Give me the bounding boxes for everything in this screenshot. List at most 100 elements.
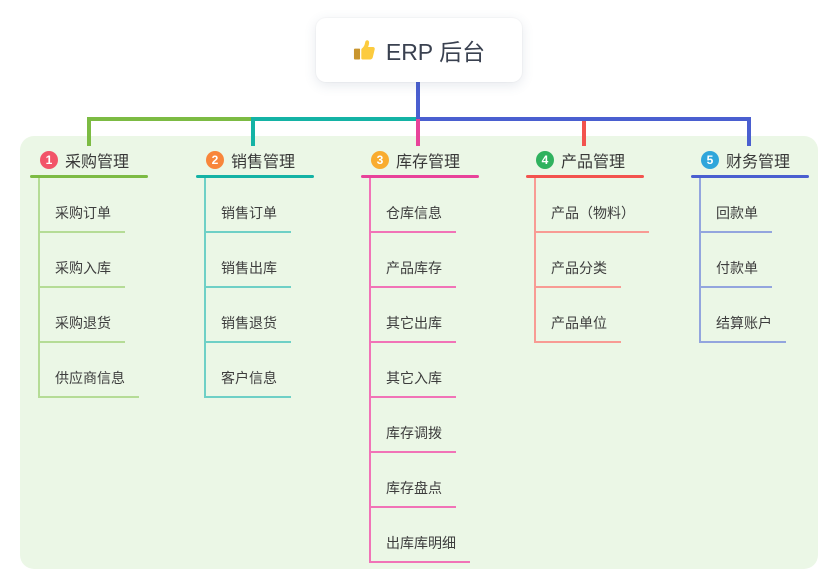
background-panel: [20, 136, 818, 569]
child-connector-line: [534, 178, 536, 343]
branch-header[interactable]: 1 采购管理: [30, 147, 195, 172]
root-title: ERP 后台: [385, 39, 486, 65]
child-connector-line: [38, 178, 40, 398]
branch-header[interactable]: 5 财务管理: [691, 147, 839, 172]
child-label: 客户信息: [221, 370, 277, 386]
child-node[interactable]: 采购入库: [30, 233, 195, 288]
child-node[interactable]: 采购订单: [30, 178, 195, 233]
branch-underline: [691, 175, 809, 178]
child-underline: 出库库明细: [369, 533, 470, 563]
child-node[interactable]: 其它入库: [361, 343, 526, 398]
child-label: 采购退货: [55, 315, 111, 331]
branch-title: 产品管理: [561, 153, 626, 171]
child-label: 付款单: [716, 260, 758, 276]
branch-underline: [361, 175, 479, 178]
child-node[interactable]: 销售退货: [196, 288, 361, 343]
child-node[interactable]: 供应商信息: [30, 343, 195, 398]
child-label: 供应商信息: [55, 370, 125, 386]
child-label: 仓库信息: [386, 205, 442, 221]
child-label: 产品分类: [551, 260, 607, 276]
child-underline: 销售退货: [204, 313, 291, 343]
branch-children: 回款单 付款单 结算账户: [691, 178, 839, 343]
connector-branch-4: [418, 117, 586, 146]
child-node[interactable]: 库存调拨: [361, 398, 526, 453]
branch-title: 采购管理: [65, 153, 130, 171]
child-node[interactable]: 库存盘点: [361, 453, 526, 508]
branch-title: 财务管理: [726, 153, 791, 171]
child-connector-line: [204, 178, 206, 398]
branch-number-badge: 3: [371, 150, 389, 169]
child-node[interactable]: 仓库信息: [361, 178, 526, 233]
branch-underline: [526, 175, 644, 178]
root-node[interactable]: ERP 后台: [316, 18, 522, 82]
child-label: 采购订单: [55, 205, 111, 221]
child-node[interactable]: 产品分类: [526, 233, 691, 288]
child-underline: 库存盘点: [369, 478, 456, 508]
branch: 3 库存管理 仓库信息 产品库存 其它出库 其它入库 库存调拨 库存盘点: [361, 147, 526, 563]
branch-header[interactable]: 4 产品管理: [526, 147, 691, 172]
child-label: 销售出库: [221, 260, 277, 276]
child-node[interactable]: 出库库明细: [361, 508, 526, 563]
child-label: 库存盘点: [386, 480, 442, 496]
branch-number-badge: 2: [206, 150, 224, 169]
branch: 5 财务管理 回款单 付款单 结算账户: [691, 147, 839, 343]
branch: 2 销售管理 销售订单 销售出库 销售退货 客户信息: [196, 147, 361, 398]
child-node[interactable]: 销售订单: [196, 178, 361, 233]
child-node[interactable]: 结算账户: [691, 288, 839, 343]
branch-children: 仓库信息 产品库存 其它出库 其它入库 库存调拨 库存盘点 出库库明细: [361, 178, 526, 563]
child-label: 产品库存: [386, 260, 442, 276]
branch-header[interactable]: 2 销售管理: [196, 147, 361, 172]
child-node[interactable]: 其它出库: [361, 288, 526, 343]
child-underline: 其它入库: [369, 368, 456, 398]
child-node[interactable]: 付款单: [691, 233, 839, 288]
child-label: 结算账户: [716, 315, 772, 331]
branch-number-badge: 1: [40, 150, 58, 169]
child-underline: 采购订单: [38, 203, 125, 233]
child-label: 产品单位: [551, 315, 607, 331]
child-node[interactable]: 销售出库: [196, 233, 361, 288]
branch-title: 销售管理: [231, 153, 296, 171]
child-underline: 客户信息: [204, 368, 291, 398]
child-underline: 结算账户: [699, 313, 786, 343]
child-connector-line: [369, 178, 371, 563]
child-underline: 采购入库: [38, 258, 125, 288]
child-underline: 付款单: [699, 258, 772, 288]
child-label: 出库库明细: [386, 535, 456, 551]
connector-branch-5: [418, 117, 751, 146]
child-underline: 库存调拨: [369, 423, 456, 453]
branch-header[interactable]: 3 库存管理: [361, 147, 526, 172]
child-underline: 其它出库: [369, 313, 456, 343]
child-label: 其它出库: [386, 315, 442, 331]
child-label: 采购入库: [55, 260, 111, 276]
child-underline: 回款单: [699, 203, 772, 233]
child-label: 库存调拨: [386, 425, 442, 441]
branch-number-badge: 5: [701, 150, 719, 169]
child-label: 回款单: [716, 205, 758, 221]
child-underline: 销售订单: [204, 203, 291, 233]
child-node[interactable]: 回款单: [691, 178, 839, 233]
child-underline: 供应商信息: [38, 368, 139, 398]
child-node[interactable]: 采购退货: [30, 288, 195, 343]
branch-children: 采购订单 采购入库 采购退货 供应商信息: [30, 178, 195, 398]
child-node[interactable]: 客户信息: [196, 343, 361, 398]
branch-underline: [30, 175, 148, 178]
child-node[interactable]: 产品单位: [526, 288, 691, 343]
child-underline: 产品分类: [534, 258, 621, 288]
child-node[interactable]: 产品（物料）: [526, 178, 691, 233]
branch: 4 产品管理 产品（物料） 产品分类 产品单位: [526, 147, 691, 343]
child-underline: 产品单位: [534, 313, 621, 343]
child-underline: 产品库存: [369, 258, 456, 288]
child-node[interactable]: 产品库存: [361, 233, 526, 288]
child-underline: 产品（物料）: [534, 203, 649, 233]
child-label: 其它入库: [386, 370, 442, 386]
child-label: 销售退货: [221, 315, 277, 331]
thumbs-up-icon: [353, 39, 376, 62]
connector-branch-2: [251, 117, 418, 146]
branch-number-badge: 4: [536, 150, 554, 169]
branch-underline: [196, 175, 314, 178]
branch-children: 产品（物料） 产品分类 产品单位: [526, 178, 691, 343]
child-label: 产品（物料）: [551, 205, 635, 221]
child-underline: 仓库信息: [369, 203, 456, 233]
